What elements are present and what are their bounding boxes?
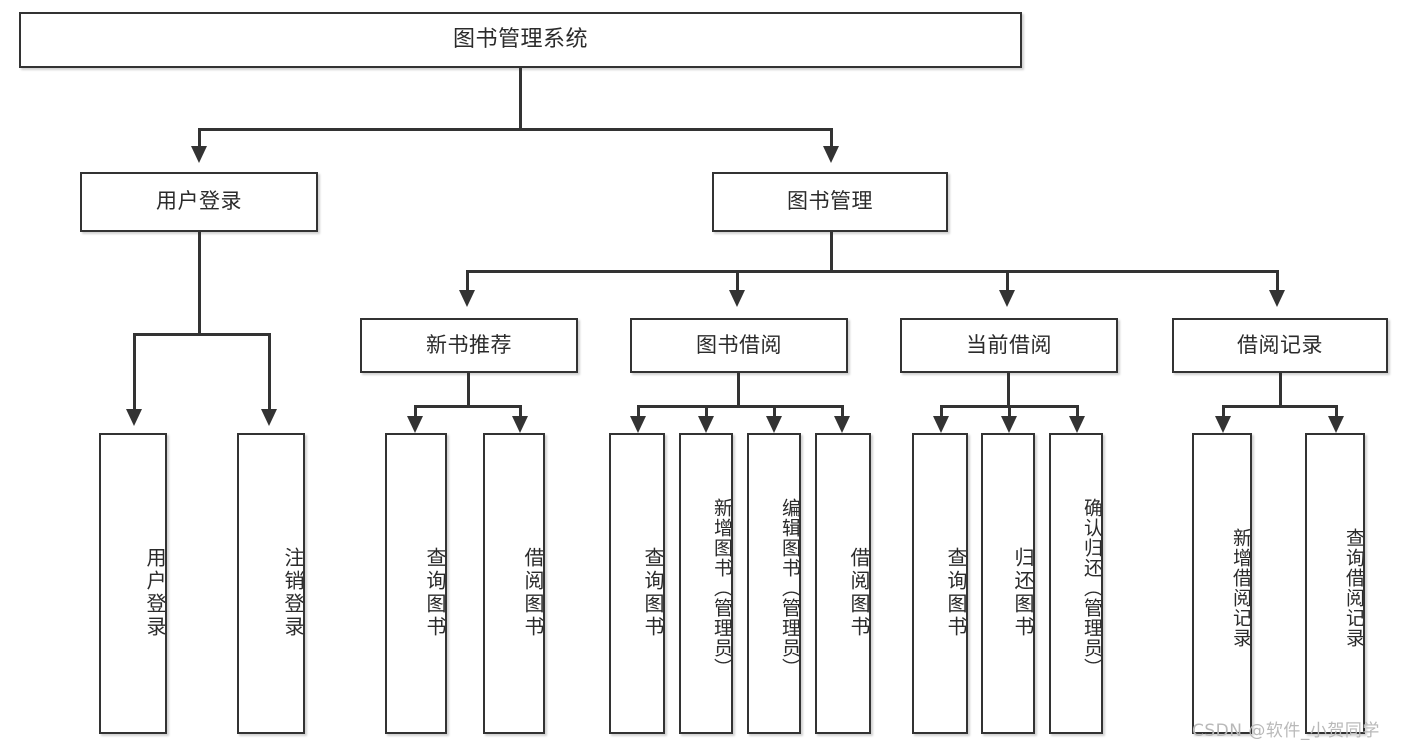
connector-level3-bar	[466, 270, 1278, 273]
connector-recommend-drop-1	[414, 405, 417, 419]
arrow-to-borrow-record	[1269, 290, 1285, 307]
node-root-system[interactable]: 图书管理系统	[19, 12, 1022, 68]
connector-level3-drop-3	[1006, 270, 1009, 292]
arrow-to-leaf-borrow-book-a	[512, 416, 528, 433]
arrow-root-to-user-login	[191, 146, 207, 163]
connector-record-drop-1	[1222, 405, 1225, 419]
node-new-book-recommend[interactable]: 新书推荐	[360, 318, 578, 373]
connector-root-drop-left	[198, 128, 201, 148]
csdn-watermark: CSDN @软件_小贺同学	[1192, 721, 1380, 741]
arrow-to-leaf-edit-book	[766, 416, 782, 433]
connector-current-drop-3	[1076, 405, 1079, 419]
connector-level3-drop-1	[466, 270, 469, 292]
connector-recommend-bar	[414, 405, 522, 408]
connector-current-drop-2	[1008, 405, 1011, 419]
leaf-borrow-book[interactable]: 借阅图书	[815, 433, 871, 734]
leaf-confirm-return-admin[interactable]: 确认归还（管理员）	[1049, 433, 1103, 734]
arrow-to-leaf-query-book-c	[933, 416, 949, 433]
connector-user-login-bar	[133, 333, 271, 336]
connector-user-login-stem	[198, 232, 201, 335]
arrow-to-leaf-borrow-book-b	[834, 416, 850, 433]
node-current-borrow[interactable]: 当前借阅	[900, 318, 1118, 373]
arrow-to-new-book-recommend	[459, 290, 475, 307]
connector-borrow-drop-1	[637, 405, 640, 419]
connector-root-stem	[519, 68, 522, 130]
connector-root-drop-right	[830, 128, 833, 148]
arrow-to-leaf-query-book-b	[630, 416, 646, 433]
connector-book-manage-stem	[830, 232, 833, 272]
node-book-borrow[interactable]: 图书借阅	[630, 318, 848, 373]
leaf-query-book-current[interactable]: 查询图书	[912, 433, 968, 734]
connector-recommend-stem	[467, 373, 470, 407]
leaf-edit-book-admin[interactable]: 编辑图书（管理员）	[747, 433, 801, 734]
connector-record-stem	[1279, 373, 1282, 407]
leaf-logout[interactable]: 注销登录	[237, 433, 305, 734]
connector-borrow-drop-3	[773, 405, 776, 419]
connector-user-login-drop-2	[268, 333, 271, 411]
connector-borrow-drop-2	[705, 405, 708, 419]
connector-record-bar	[1222, 405, 1338, 408]
connector-borrow-drop-4	[841, 405, 844, 419]
connector-current-stem	[1007, 373, 1010, 407]
arrow-to-leaf-query-book-a	[407, 416, 423, 433]
arrow-to-leaf-add-book	[698, 416, 714, 433]
connector-borrow-stem	[737, 373, 740, 407]
arrow-to-leaf-return-book	[1001, 416, 1017, 433]
leaf-query-borrow-record[interactable]: 查询借阅记录	[1305, 433, 1365, 734]
connector-current-drop-1	[940, 405, 943, 419]
leaf-borrow-book-recommend[interactable]: 借阅图书	[483, 433, 545, 734]
connector-user-login-drop-1	[133, 333, 136, 411]
leaf-user-login[interactable]: 用户登录	[99, 433, 167, 734]
connector-recommend-drop-2	[519, 405, 522, 419]
connector-level3-drop-4	[1276, 270, 1279, 292]
node-book-manage[interactable]: 图书管理	[712, 172, 948, 232]
leaf-add-book-admin[interactable]: 新增图书（管理员）	[679, 433, 733, 734]
leaf-query-book-borrow[interactable]: 查询图书	[609, 433, 665, 734]
node-borrow-record[interactable]: 借阅记录	[1172, 318, 1388, 373]
leaf-query-book-recommend[interactable]: 查询图书	[385, 433, 447, 734]
node-user-login[interactable]: 用户登录	[80, 172, 318, 232]
arrow-root-to-book-manage	[823, 146, 839, 163]
leaf-return-book[interactable]: 归还图书	[981, 433, 1035, 734]
arrow-to-leaf-logout	[261, 409, 277, 426]
connector-record-drop-2	[1335, 405, 1338, 419]
connector-root-bar	[198, 128, 833, 131]
arrow-to-leaf-add-record	[1215, 416, 1231, 433]
arrow-to-book-borrow	[729, 290, 745, 307]
connector-level3-drop-2	[736, 270, 739, 292]
connector-borrow-bar	[637, 405, 844, 408]
leaf-add-borrow-record[interactable]: 新增借阅记录	[1192, 433, 1252, 734]
arrow-to-current-borrow	[999, 290, 1015, 307]
arrow-to-leaf-confirm-return	[1069, 416, 1085, 433]
arrow-to-leaf-query-record	[1328, 416, 1344, 433]
arrow-to-leaf-user-login	[126, 409, 142, 426]
